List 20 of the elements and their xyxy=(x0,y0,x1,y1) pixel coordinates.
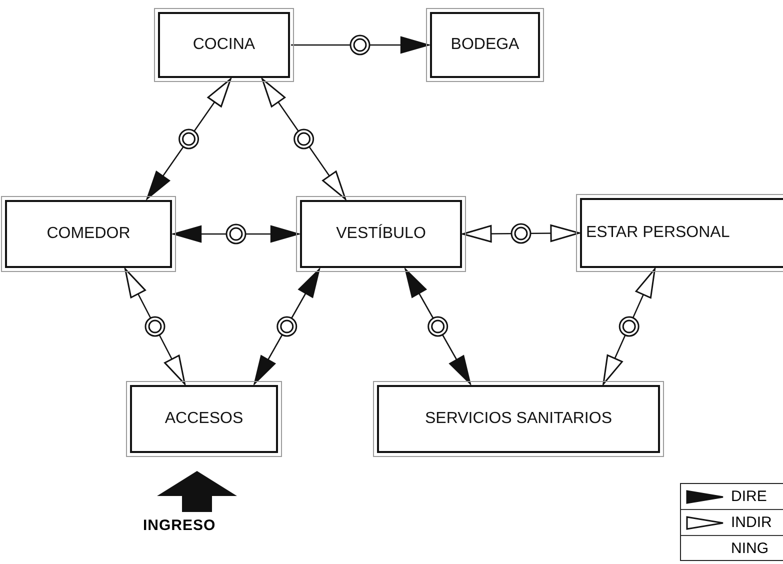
relation-arrow xyxy=(146,78,232,200)
room-name: COCINA xyxy=(192,36,256,54)
legend-text: NING xyxy=(731,540,768,557)
relation-arrow xyxy=(124,268,186,385)
room-name: SERVICIOS SANITARIOS xyxy=(424,410,612,428)
entrance-label: INGRESO xyxy=(143,517,216,534)
relation-arrow xyxy=(173,224,300,244)
room-name: COMEDOR xyxy=(46,225,130,243)
relation-arrow xyxy=(261,78,346,200)
relation-arrow xyxy=(404,268,472,385)
legend-text: INDIR xyxy=(731,514,772,531)
room-name: ACCESOS xyxy=(164,410,244,428)
legend-text: DIRE xyxy=(731,488,767,505)
room-name: ESTAR PERSONAL xyxy=(586,224,730,242)
room-name: VESTÍBULO xyxy=(336,225,426,243)
relation-arrow xyxy=(602,268,656,385)
room-name: BODEGA xyxy=(450,36,520,54)
relation-arrow xyxy=(463,223,580,244)
relation-arrow xyxy=(291,34,430,56)
relation-arrow xyxy=(254,268,320,385)
